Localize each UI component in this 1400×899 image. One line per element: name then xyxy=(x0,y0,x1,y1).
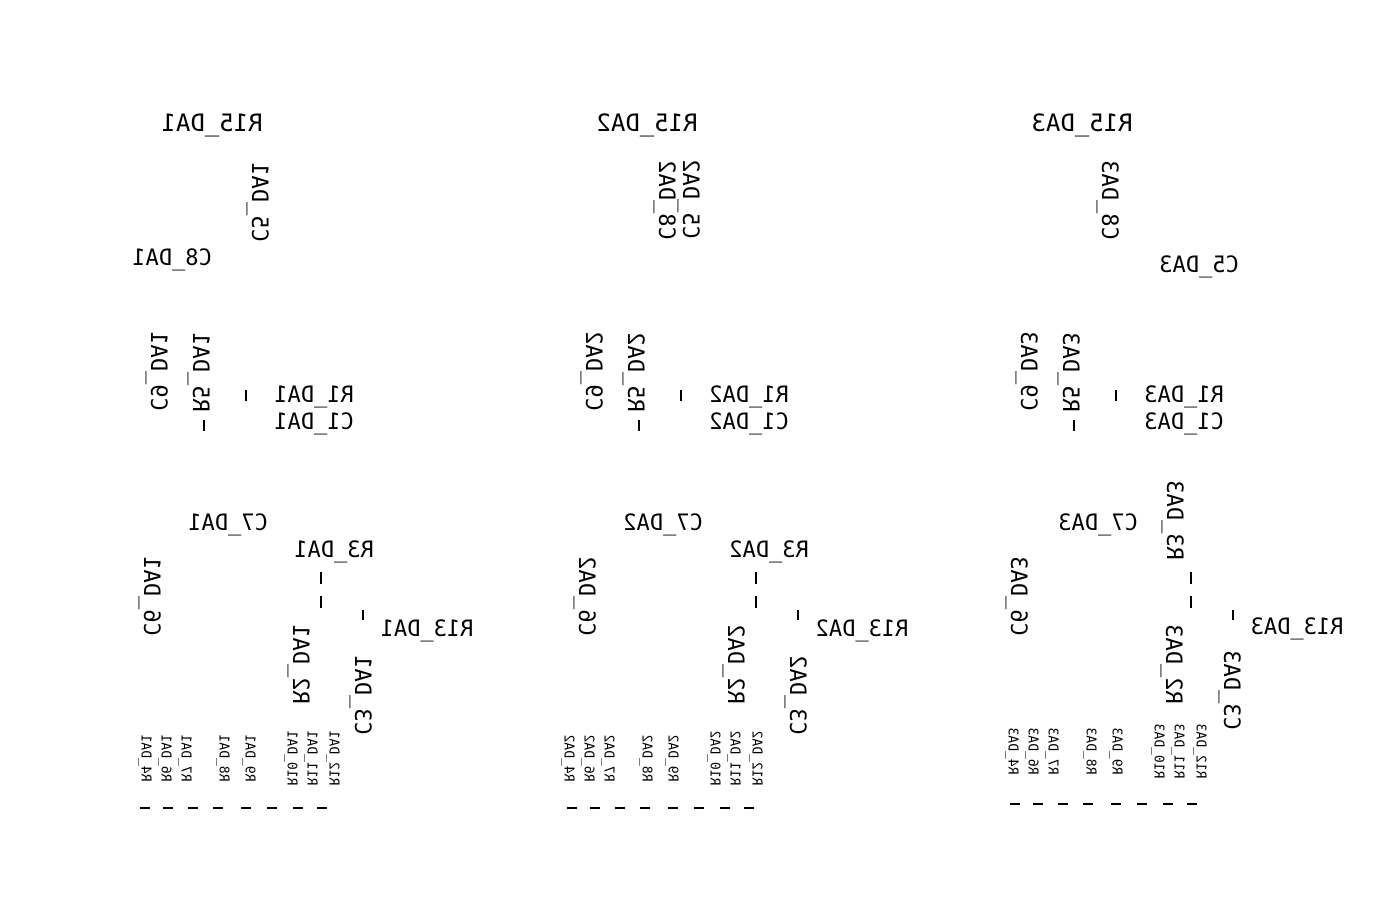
label-bottom-6-da2: R11_DA2 xyxy=(727,731,742,786)
label-r3-da3: R3_DA3 xyxy=(1161,480,1186,559)
label-bottom-1-da1: R6_DA1 xyxy=(158,735,173,782)
label-c7-da1: C7_DA1 xyxy=(188,511,267,536)
label-bottom-5-da1: R10_DA1 xyxy=(284,731,299,786)
label-c3-da2: C3_DA2 xyxy=(784,655,809,734)
label-c3-da3: C3_DA3 xyxy=(1218,650,1243,729)
label-r2-da3: R2_DA3 xyxy=(1160,624,1185,703)
label-bottom-0-da1: R4_DA1 xyxy=(138,735,153,782)
label-r3-da1: R3_DA1 xyxy=(294,538,373,563)
label-r2-da1: R2_DA1 xyxy=(287,624,312,703)
label-r15-da2: R15_DA2 xyxy=(596,109,697,137)
label-r13-da2: R13_DA2 xyxy=(816,617,909,642)
label-c3-da1: C3_DA1 xyxy=(349,655,374,734)
label-c1-da1: C1_DA1 xyxy=(274,410,353,435)
label-bottom-6-da1: R11_DA1 xyxy=(304,731,319,786)
label-r5-da1: R5_DA1 xyxy=(187,332,212,411)
label-bottom-7-da3: R12_DA3 xyxy=(1193,724,1208,779)
label-r15-da3: R15_DA3 xyxy=(1031,109,1132,137)
label-c6-da2: C6_DA2 xyxy=(573,556,598,635)
label-bottom-4-da1: R9_DA1 xyxy=(242,735,257,782)
label-bottom-7-da1: R12_DA1 xyxy=(326,731,341,786)
label-bottom-3-da1: R8_DA1 xyxy=(216,735,231,782)
label-bottom-2-da1: R7_DA1 xyxy=(178,735,193,782)
label-r13-da3: R13_DA3 xyxy=(1251,615,1344,640)
label-c9-da1: C9_DA1 xyxy=(145,331,170,410)
label-c7-da3: C7_DA3 xyxy=(1058,511,1137,536)
label-r1-da1: R1_DA1 xyxy=(274,383,353,408)
label-r1-da3: R1_DA3 xyxy=(1144,383,1223,408)
label-c9-da2: C9_DA2 xyxy=(580,331,605,410)
label-bottom-5-da3: R10_DA3 xyxy=(1151,724,1166,779)
label-bottom-3-da2: R8_DA2 xyxy=(639,735,654,782)
label-c5-da3: C5_DA3 xyxy=(1159,253,1238,278)
label-r13-da1: R13_DA1 xyxy=(381,617,474,642)
label-r5-da2: R5_DA2 xyxy=(622,332,647,411)
label-c9-da3: C9_DA3 xyxy=(1015,331,1040,410)
label-c8-da2: C8_DA2 xyxy=(653,160,678,239)
label-r15-da1: R15_DA1 xyxy=(161,109,262,137)
label-r3-da2: R3_DA2 xyxy=(729,538,808,563)
label-r1-da2: R1_DA2 xyxy=(709,383,788,408)
label-c8-da3: C8_DA3 xyxy=(1096,160,1121,239)
label-bottom-0-da2: R4_DA2 xyxy=(561,735,576,782)
label-c5-da2: C5_DA2 xyxy=(677,159,702,238)
label-bottom-4-da3: R9_DA3 xyxy=(1109,728,1124,775)
label-bottom-2-da2: R7_DA2 xyxy=(601,735,616,782)
label-bottom-5-da2: R10_DA2 xyxy=(707,731,722,786)
label-c5-da1: C5_DA1 xyxy=(246,162,271,241)
label-c1-da2: C1_DA2 xyxy=(709,410,788,435)
label-bottom-1-da2: R6_DA2 xyxy=(581,735,596,782)
label-r2-da2: R2_DA2 xyxy=(722,624,747,703)
label-bottom-6-da3: R11_DA3 xyxy=(1171,724,1186,779)
label-bottom-1-da3: R6_DA3 xyxy=(1025,728,1040,775)
label-bottom-7-da2: R12_DA2 xyxy=(749,731,764,786)
label-r5-da3: R5_DA3 xyxy=(1057,332,1082,411)
label-c6-da1: C6_DA1 xyxy=(138,556,163,635)
label-c6-da3: C6_DA3 xyxy=(1005,556,1030,635)
label-c1-da3: C1_DA3 xyxy=(1144,410,1223,435)
label-bottom-3-da3: R8_DA3 xyxy=(1083,728,1098,775)
label-bottom-2-da3: R7_DA3 xyxy=(1045,728,1060,775)
label-c8-da1: C8_DA1 xyxy=(132,246,211,271)
label-bottom-0-da3: R4_DA3 xyxy=(1005,728,1020,775)
label-c7-da2: C7_DA2 xyxy=(623,511,702,536)
label-bottom-4-da2: R9_DA2 xyxy=(665,735,680,782)
